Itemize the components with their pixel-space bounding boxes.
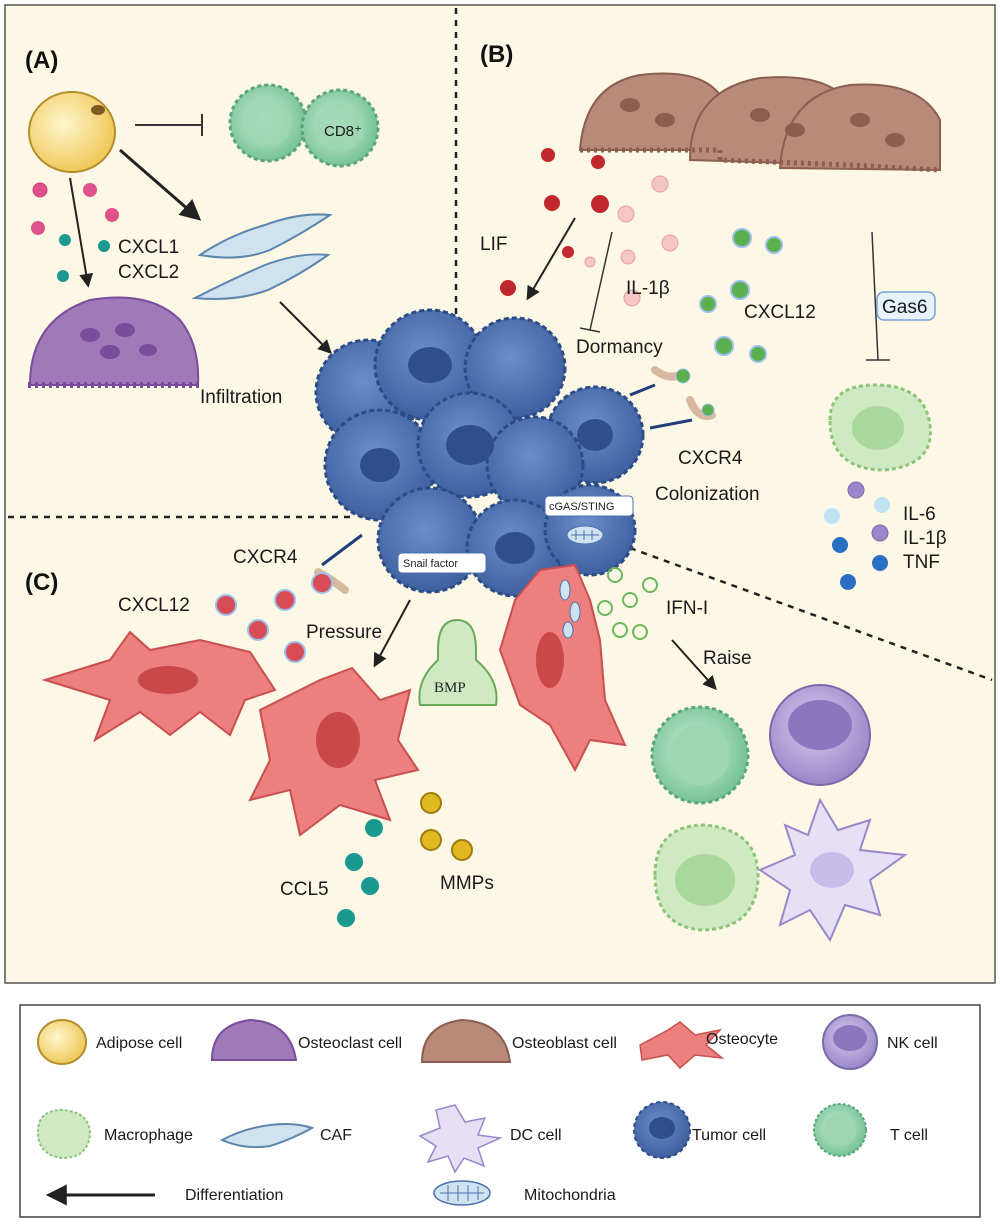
legend-tcell-icon bbox=[813, 1103, 867, 1157]
inhibit-il1b bbox=[589, 231, 613, 331]
cxcl2-label: CXCL2 bbox=[118, 262, 179, 283]
legend-nk-label: NK cell bbox=[887, 1035, 938, 1052]
mmp-dots bbox=[420, 792, 473, 861]
cxcl12-dots-b bbox=[699, 228, 783, 363]
legend-caf-label: CAF bbox=[320, 1127, 352, 1144]
legend-osteocyte-label: Osteocyte bbox=[706, 1031, 778, 1048]
legend-macrophage-icon bbox=[36, 1108, 92, 1160]
il1b-label: IL-1β bbox=[626, 278, 670, 299]
osteocyte-right bbox=[498, 563, 627, 773]
legend-osteoclast-label: Osteoclast cell bbox=[298, 1035, 402, 1052]
arrow-adipose-to-caf bbox=[119, 148, 202, 221]
cxcr4-label-c: CXCR4 bbox=[233, 547, 298, 568]
mmps-label: MMPs bbox=[440, 873, 494, 894]
macrophage-b bbox=[828, 383, 932, 472]
macrophage-c bbox=[653, 823, 760, 932]
legend-differentiation-label: Differentiation bbox=[185, 1187, 283, 1204]
cxcl1-label: CXCL1 bbox=[118, 237, 179, 258]
arrow-raise bbox=[671, 639, 717, 691]
arrow-adipose-to-osteoclast bbox=[69, 177, 94, 288]
mitochondria-tumor bbox=[566, 525, 604, 545]
cxcr4-label-b: CXCR4 bbox=[678, 448, 743, 469]
osteocyte-middle bbox=[248, 666, 420, 837]
legend-adipose-label: Adipose cell bbox=[96, 1035, 182, 1052]
bmp-label: BMP bbox=[434, 680, 466, 696]
cytokine-dots-b bbox=[824, 481, 890, 590]
osteocyte-left bbox=[41, 630, 277, 743]
cgas-sting-label: cGAS/STING bbox=[549, 501, 614, 513]
legend-mitochondria-icon bbox=[433, 1180, 491, 1206]
legend-adipose-icon bbox=[37, 1019, 87, 1065]
t-cell-c bbox=[650, 705, 750, 805]
il1b-dots bbox=[584, 175, 679, 307]
lif-dots bbox=[500, 148, 609, 296]
gas6-box bbox=[876, 291, 936, 321]
adipose-cell bbox=[28, 91, 116, 173]
cxcl12-dots-c bbox=[215, 572, 333, 663]
infiltration-label: Infiltration bbox=[200, 387, 282, 408]
legend-tumor-label: Tumor cell bbox=[692, 1127, 766, 1144]
dormancy-label: Dormancy bbox=[576, 337, 663, 358]
ccl5-dots bbox=[337, 819, 383, 927]
ccl5-label: CCL5 bbox=[280, 879, 329, 900]
caf-cells bbox=[191, 213, 333, 300]
legend-nk-icon bbox=[822, 1014, 878, 1070]
osteoblast-cells bbox=[578, 72, 941, 173]
lif-label: LIF bbox=[480, 234, 507, 255]
legend-dc-icon bbox=[418, 1104, 503, 1174]
panel-a-label: (A) bbox=[25, 47, 58, 74]
il1b-label-2: IL-1β bbox=[903, 528, 947, 549]
cxcl-dots-a bbox=[31, 182, 119, 282]
il6-label: IL-6 bbox=[903, 504, 936, 525]
divider-right bbox=[629, 546, 993, 682]
legend-tumor-icon bbox=[633, 1101, 691, 1159]
panel-c-label: (C) bbox=[25, 569, 58, 596]
legend-macrophage-label: Macrophage bbox=[104, 1127, 193, 1144]
nk-cell bbox=[769, 684, 871, 786]
arrow-caf-to-tumor bbox=[279, 301, 332, 354]
bmp-shape bbox=[418, 618, 498, 706]
legend-mitochondria-label: Mitochondria bbox=[524, 1187, 616, 1204]
gas6-label: Gas6 bbox=[882, 297, 927, 318]
cd8-t-cells bbox=[228, 83, 380, 168]
raise-label: Raise bbox=[703, 648, 752, 669]
inhibit-gas6 bbox=[871, 231, 879, 361]
arrow-lif bbox=[526, 217, 576, 301]
ifn-dots bbox=[597, 567, 658, 640]
cxcl12-label-b: CXCL12 bbox=[744, 302, 816, 323]
legend-osteoblast-label: Osteoblast cell bbox=[512, 1035, 617, 1052]
legend-osteoclast-icon bbox=[210, 1018, 298, 1061]
cxcl12-label-c: CXCL12 bbox=[118, 595, 190, 616]
snail-box bbox=[397, 552, 487, 574]
ifn-label: IFN-I bbox=[666, 598, 708, 619]
pressure-label: Pressure bbox=[306, 622, 382, 643]
tnf-label: TNF bbox=[903, 552, 940, 573]
legend-tcell-label: T cell bbox=[890, 1127, 928, 1144]
legend-osteoblast-icon bbox=[420, 1018, 512, 1063]
cxcr4-receptors-b bbox=[629, 366, 716, 430]
dc-cell bbox=[757, 797, 908, 943]
arrow-to-osteocyte bbox=[373, 599, 411, 668]
colonization-label: Colonization bbox=[655, 484, 760, 505]
snail-label: Snail factor bbox=[403, 558, 458, 570]
legend-caf-icon bbox=[219, 1123, 315, 1149]
legend-osteocyte-icon bbox=[639, 1021, 725, 1070]
panel-b-label: (B) bbox=[480, 41, 513, 68]
legend-dc-label: DC cell bbox=[510, 1127, 562, 1144]
cgas-sting-box bbox=[544, 495, 634, 517]
osteoclast-cell-a bbox=[28, 296, 200, 388]
cd8-label: CD8⁺ bbox=[324, 123, 362, 140]
